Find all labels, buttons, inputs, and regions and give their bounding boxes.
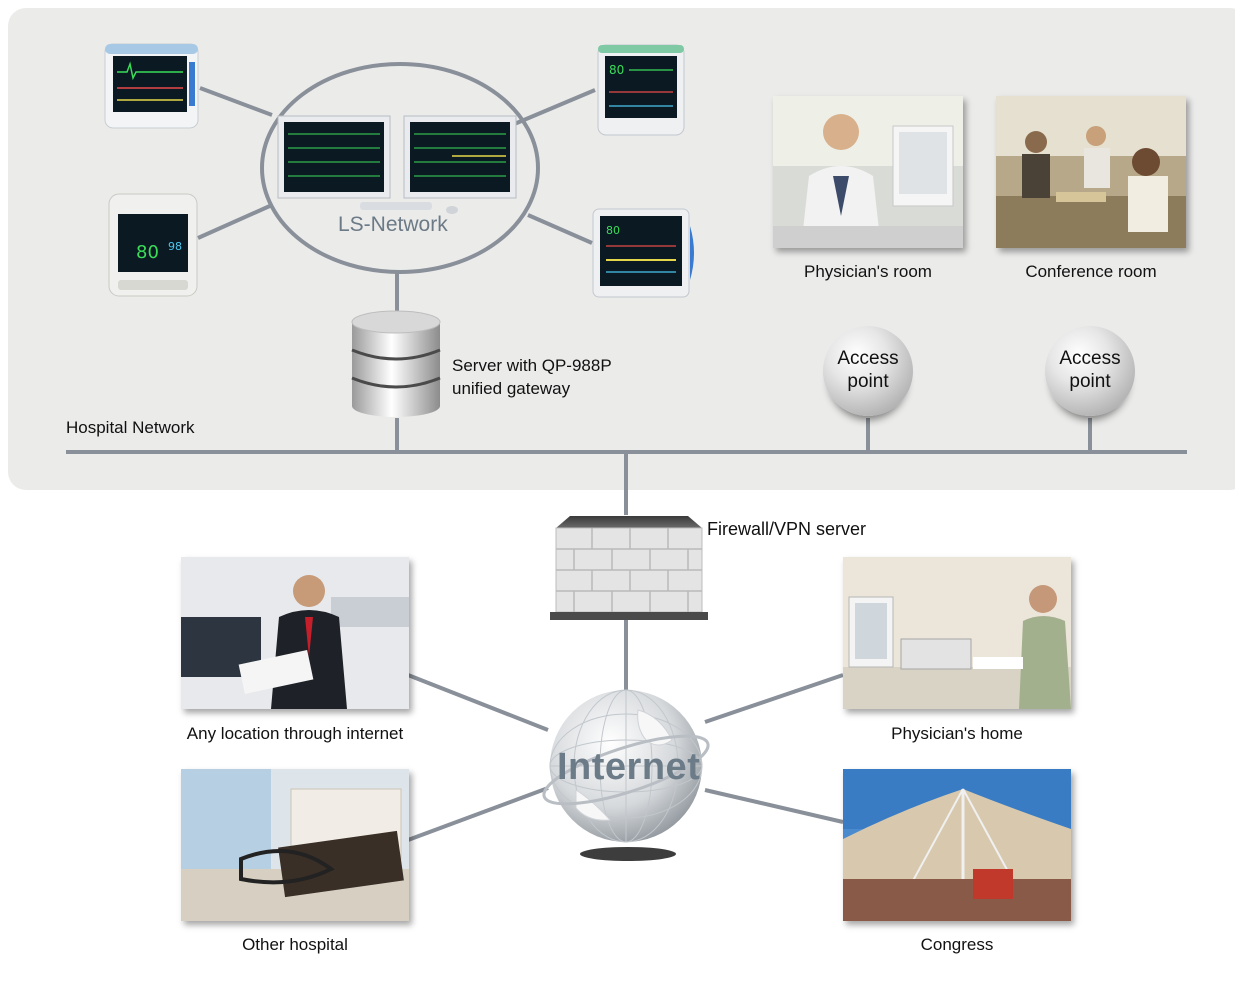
- conference-room-photo: [996, 96, 1186, 248]
- physicians-room-photo: [773, 96, 963, 248]
- svg-text:80: 80: [609, 63, 624, 77]
- access-point-label: Access point: [837, 348, 899, 392]
- any-location-photo: [181, 557, 409, 709]
- any-location-label: Any location through internet: [186, 724, 404, 743]
- congress-label: Congress: [920, 935, 994, 954]
- patient-monitor-icon: 80: [595, 42, 687, 138]
- svg-text:80: 80: [606, 224, 620, 237]
- access-point-icon: Access point: [1045, 326, 1135, 416]
- other-hospital-label: Other hospital: [242, 935, 348, 954]
- svg-text:80: 80: [136, 242, 159, 263]
- ls-network-label: LS-Network: [338, 213, 448, 236]
- physicians-room-label: Physician's room: [804, 262, 932, 281]
- congress-photo: [843, 769, 1071, 921]
- physicians-home-label: Physician's home: [891, 724, 1023, 743]
- access-point-icon: Access point: [823, 326, 913, 416]
- server-database-icon: [350, 308, 442, 418]
- patient-monitor-icon: 80 98: [106, 190, 200, 300]
- globe-icon: [540, 680, 712, 862]
- server-label-line1: Server with QP-988P: [452, 356, 612, 375]
- svg-text:98: 98: [168, 240, 182, 253]
- hospital-network-label: Hospital Network: [66, 418, 195, 437]
- other-hospital-photo: [181, 769, 409, 921]
- conference-room-label: Conference room: [1025, 262, 1157, 281]
- server-label-line2: unified gateway: [452, 379, 571, 398]
- firewall-label: Firewall/VPN server: [707, 519, 867, 539]
- central-station-icon: [272, 110, 522, 218]
- patient-monitor-icon: 80: [590, 206, 698, 301]
- access-point-label: Access point: [1059, 348, 1121, 392]
- internet-label: Internet: [557, 746, 701, 788]
- patient-monitor-icon: [103, 42, 200, 130]
- physicians-home-photo: [843, 557, 1071, 709]
- firewall-icon: [548, 512, 710, 622]
